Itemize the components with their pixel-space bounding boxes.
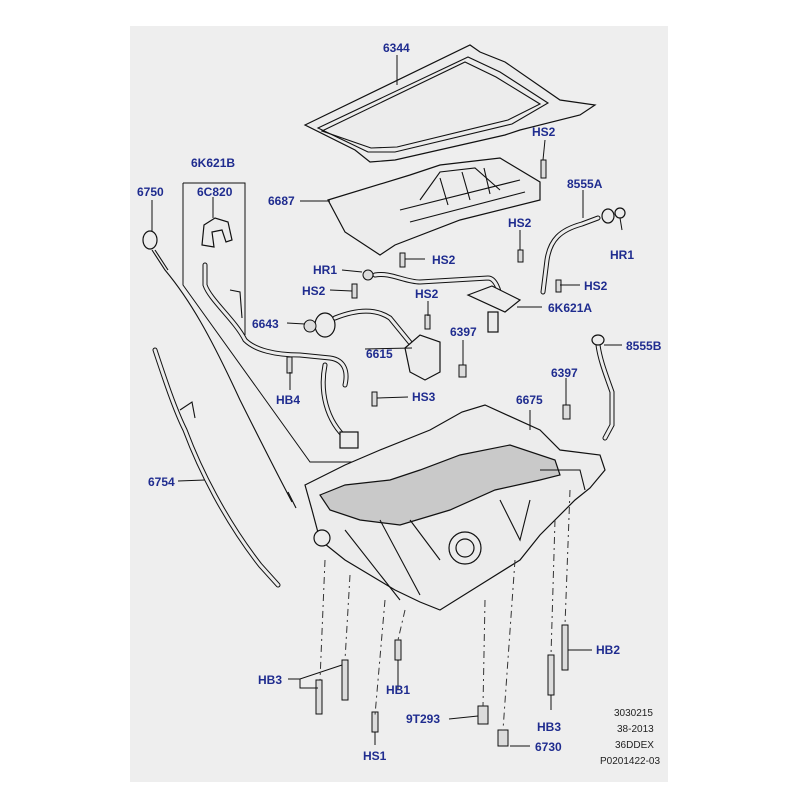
label-hb1: HB1	[386, 683, 410, 697]
label-6397-b: 6397	[551, 366, 578, 380]
label-hr1-right: HR1	[610, 248, 634, 262]
label-6397-a: 6397	[450, 325, 477, 339]
pickup-tube-6615	[314, 308, 441, 381]
label-6730: 6730	[535, 740, 562, 754]
label-hb4: HB4	[276, 393, 300, 407]
leader-lines	[151, 55, 623, 747]
label-hs2-top: HS2	[532, 125, 556, 139]
alignment-lines	[319, 489, 571, 731]
label-6c820: 6C820	[197, 185, 233, 199]
reference-line-2: 38-2013	[617, 724, 654, 735]
label-6643: 6643	[252, 317, 279, 331]
label-hs2-right: HS2	[584, 279, 608, 293]
elbow-6c820	[201, 217, 233, 248]
fasteners	[286, 159, 571, 747]
label-6344: 6344	[383, 41, 410, 55]
hose-6k621b	[202, 262, 359, 449]
reference-block: 3030215 38-2013 36DDEX P0201422-03	[600, 708, 660, 767]
callout-labels: 6344 HS2 6K621B 6C820 6750 6687 8555A HS…	[137, 41, 662, 763]
label-hs2-b: HS2	[432, 253, 456, 267]
reference-line-1: 3030215	[614, 708, 653, 719]
label-hs2-mid: HS2	[508, 216, 532, 230]
label-hs2-d: HS2	[415, 287, 439, 301]
label-hs2-c: HS2	[302, 284, 326, 298]
label-6750: 6750	[137, 185, 164, 199]
label-hs1: HS1	[363, 749, 387, 763]
label-hb3-right: HB3	[537, 720, 561, 734]
label-8555b: 8555B	[626, 339, 662, 353]
label-hb3-left: HB3	[258, 673, 282, 687]
label-6615: 6615	[366, 347, 393, 361]
label-hs3: HS3	[412, 390, 436, 404]
baffle-6687	[327, 157, 541, 256]
dipstick-tube-6754	[152, 347, 281, 588]
label-6k621a: 6K621A	[548, 301, 592, 315]
gasket-6344	[303, 44, 597, 163]
pipe-6k621a	[372, 271, 522, 333]
label-6k621b: 6K621B	[191, 156, 235, 170]
label-6754: 6754	[148, 475, 175, 489]
dipstick-6750	[142, 230, 297, 509]
label-8555a: 8555A	[567, 177, 603, 191]
reference-line-3: 36DDEX	[615, 740, 654, 751]
label-6687: 6687	[268, 194, 295, 208]
oil-pan-6675	[304, 404, 606, 611]
label-hr1-left: HR1	[313, 263, 337, 277]
label-9t293: 9T293	[406, 712, 440, 726]
label-hb2: HB2	[596, 643, 620, 657]
label-6675: 6675	[516, 393, 543, 407]
pipe-8555b	[591, 334, 615, 441]
reference-line-4: P0201422-03	[600, 756, 660, 767]
